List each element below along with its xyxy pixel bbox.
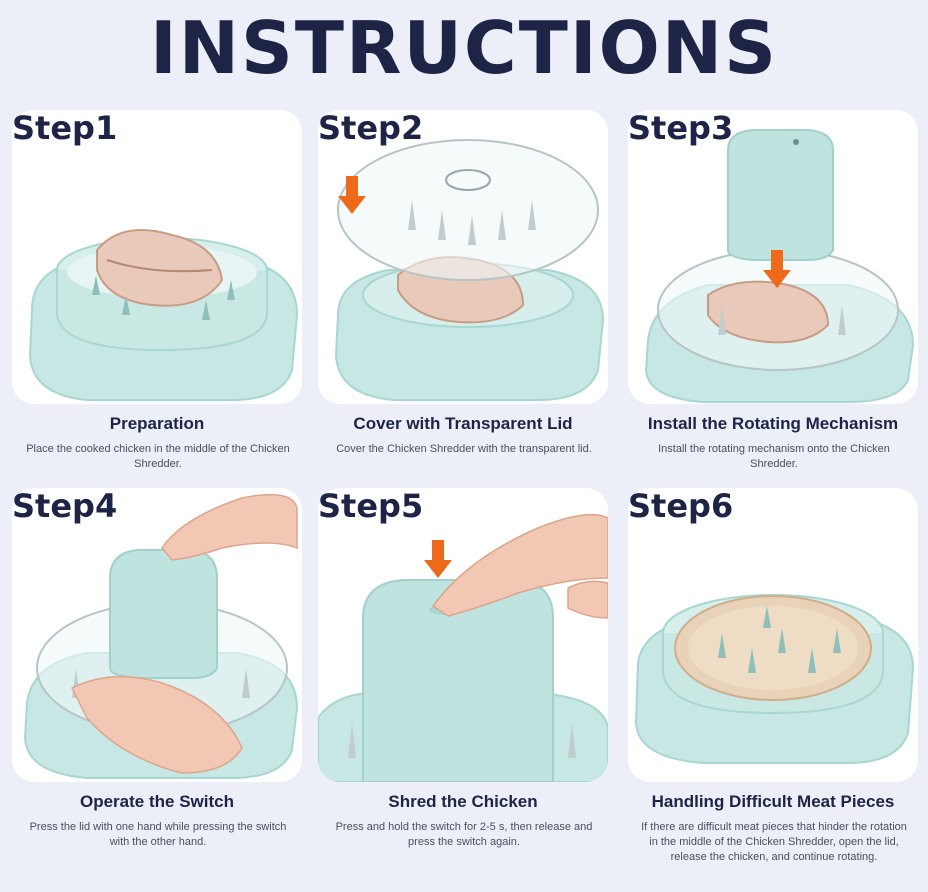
step-heading: Shred the Chicken bbox=[388, 792, 538, 811]
step-description: If there are difficult meat pieces that … bbox=[641, 821, 907, 863]
step-2-image bbox=[318, 110, 608, 404]
step-description: Press and hold the switch for 2-5 s, the… bbox=[335, 821, 593, 848]
down-arrow-icon bbox=[338, 176, 366, 214]
step-heading: Install the Rotating Mechanism bbox=[647, 414, 899, 433]
step-description: Cover the Chicken Shredder with the tran… bbox=[336, 443, 592, 455]
step-description: Press the lid with one hand while pressi… bbox=[29, 821, 287, 848]
page-title: INSTRUCTIONS bbox=[150, 6, 778, 90]
down-arrow-icon bbox=[763, 250, 791, 288]
step-heading: Cover with Transparent Lid bbox=[353, 414, 573, 433]
step-label: Step3 bbox=[628, 109, 734, 147]
step-label: Step2 bbox=[318, 109, 424, 147]
step-4-image bbox=[12, 488, 302, 782]
down-arrow-icon bbox=[424, 540, 452, 578]
step-label: Step6 bbox=[628, 487, 734, 525]
step-1-image bbox=[12, 110, 302, 404]
step-heading: Preparation bbox=[109, 414, 205, 433]
step-5-image bbox=[318, 488, 608, 782]
step-description: Install the rotating mechanism onto the … bbox=[658, 443, 890, 470]
step-label: Step4 bbox=[12, 487, 118, 525]
step-label: Step5 bbox=[318, 487, 424, 525]
step-heading: Handling Difficult Meat Pieces bbox=[651, 792, 895, 811]
step-6-image bbox=[628, 488, 918, 782]
step-3-image bbox=[628, 110, 918, 404]
step-label: Step1 bbox=[12, 109, 118, 147]
step-heading: Operate the Switch bbox=[80, 792, 234, 811]
step-description: Place the cooked chicken in the middle o… bbox=[26, 443, 290, 470]
